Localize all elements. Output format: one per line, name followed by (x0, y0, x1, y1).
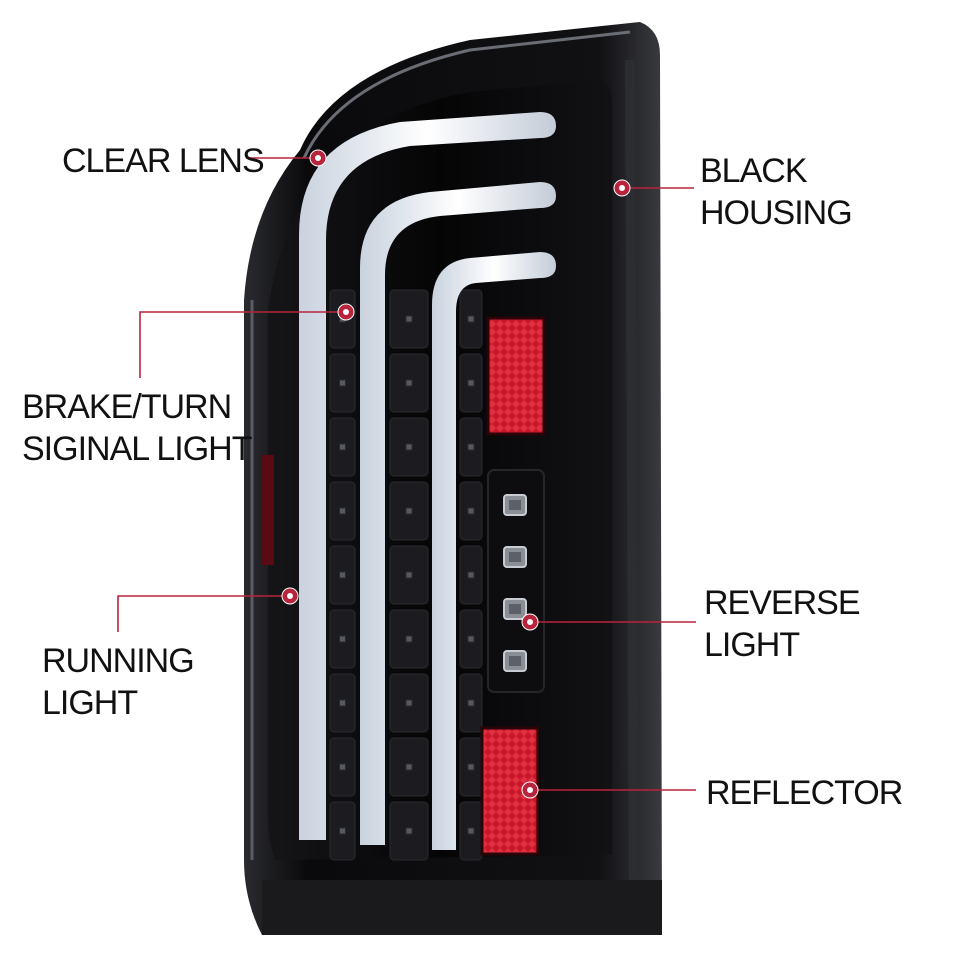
light-bar-inner (432, 252, 556, 850)
led-dot (339, 699, 346, 707)
light-bar-middle (360, 182, 556, 845)
lower-reflector (480, 726, 540, 856)
callout-text: LIGHT (704, 626, 800, 664)
callout-marker-center (287, 593, 293, 599)
callout-text: CLEAR LENS (62, 142, 265, 180)
led-dot (405, 763, 413, 771)
reverse-led-core (509, 604, 521, 614)
callout-text: REVERSE (704, 584, 860, 622)
callout-running-light: RUNNING LIGHT (42, 640, 195, 724)
callout-marker-center (527, 787, 533, 793)
callout-text: LIGHT (42, 684, 138, 722)
callout-brake-turn: BRAKE/TURN SIGINAL LIGHT (22, 386, 252, 470)
callout-marker-center (315, 155, 321, 161)
reverse-led-core (509, 656, 521, 666)
led-dot (339, 379, 346, 387)
callout-text: BRAKE/TURN (22, 388, 232, 426)
led-dot (467, 571, 475, 579)
led-cells (329, 289, 483, 861)
callout-reflector: REFLECTOR (706, 772, 903, 814)
callout-marker-center (343, 309, 349, 315)
led-dot (467, 763, 475, 771)
led-dot (467, 443, 475, 451)
led-dot (467, 699, 475, 707)
led-dot (405, 379, 413, 387)
led-dot (339, 763, 346, 771)
upper-reflector (486, 316, 546, 436)
callout-reverse-light: REVERSE LIGHT (704, 582, 860, 666)
led-dot (405, 827, 413, 835)
led-dot (467, 507, 475, 515)
leader-running-light (117, 595, 290, 632)
callout-marker-center (619, 185, 625, 191)
led-dot (467, 635, 475, 643)
callout-clear-lens: CLEAR LENS (62, 140, 265, 182)
callout-text: RUNNING (42, 642, 195, 680)
led-dot (405, 571, 413, 579)
led-dot (405, 635, 413, 643)
led-dot (339, 571, 346, 579)
callout-text: HOUSING (700, 194, 853, 232)
led-dot (339, 507, 346, 515)
reverse-panel (487, 469, 545, 693)
side-marker (262, 455, 274, 565)
reverse-led-core (509, 500, 521, 510)
led-dot (339, 635, 346, 643)
led-dot (405, 507, 413, 515)
led-dot (339, 827, 346, 835)
callout-black-housing: BLACK HOUSING (700, 150, 853, 234)
led-dot (467, 379, 475, 387)
led-dot (467, 315, 475, 323)
led-dot (339, 443, 346, 451)
reverse-led-group (503, 494, 527, 672)
callout-text: BLACK (700, 152, 807, 190)
light-bar-outer (299, 112, 556, 840)
led-dot (405, 443, 413, 451)
led-dot (405, 315, 413, 323)
lens-rim (302, 30, 631, 159)
leader-brake-turn (139, 311, 346, 378)
callout-text: SIGINAL LIGHT (22, 430, 252, 468)
led-dot (467, 827, 475, 835)
reverse-led-core (509, 552, 521, 562)
callout-text: REFLECTOR (706, 774, 903, 812)
led-dot (405, 699, 413, 707)
callout-marker-center (527, 619, 533, 625)
